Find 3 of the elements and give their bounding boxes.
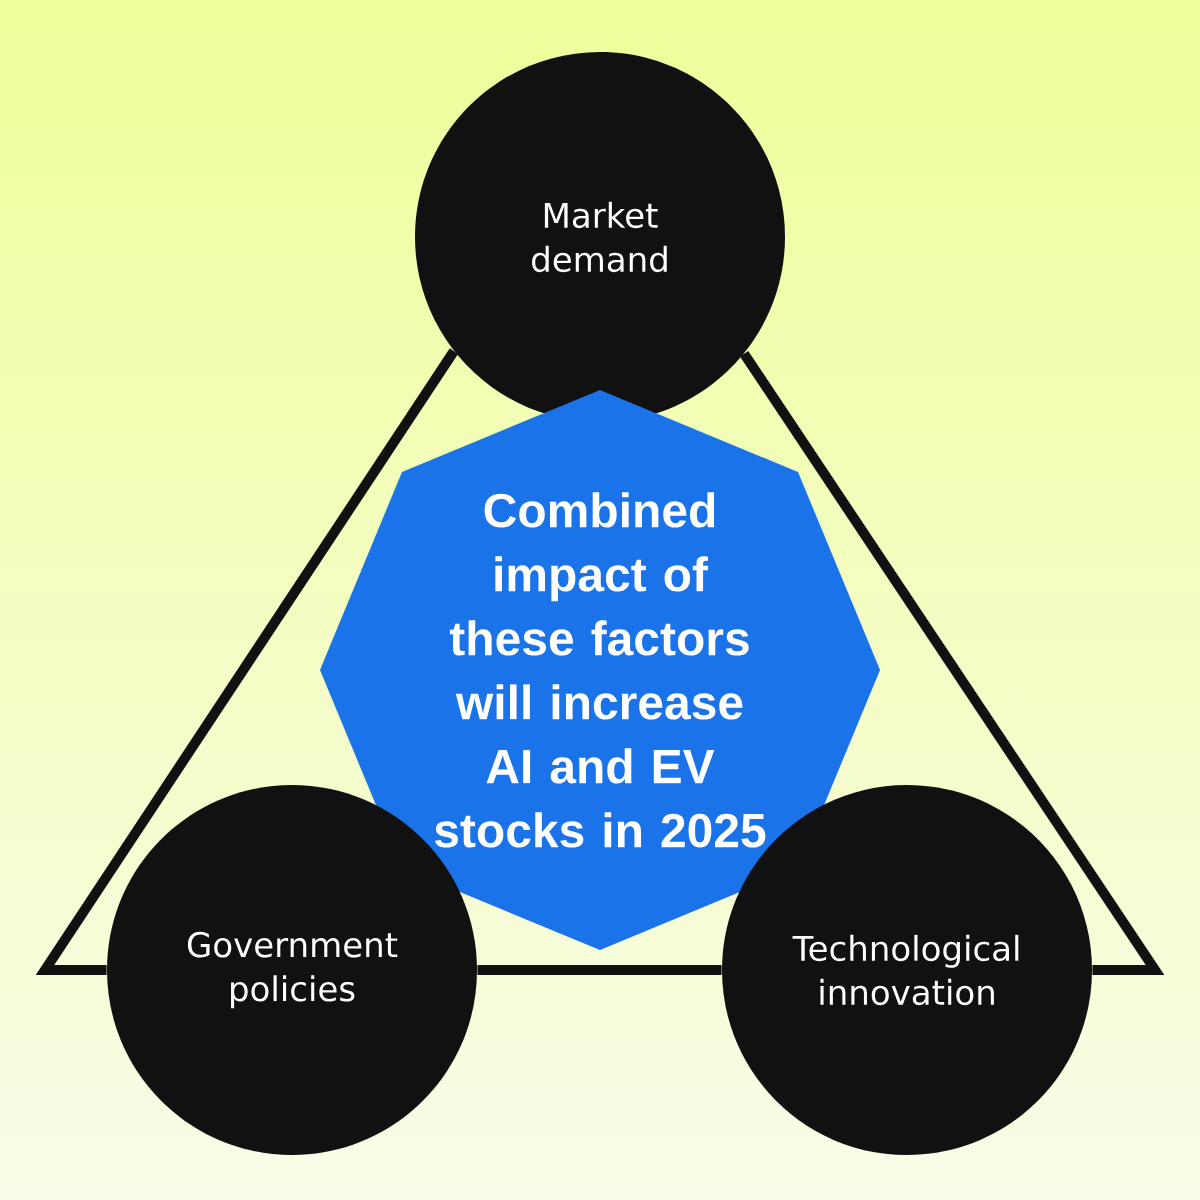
triangle-line bbox=[35, 348, 459, 975]
triangle-line bbox=[739, 350, 1165, 975]
triangle-line bbox=[477, 965, 722, 975]
